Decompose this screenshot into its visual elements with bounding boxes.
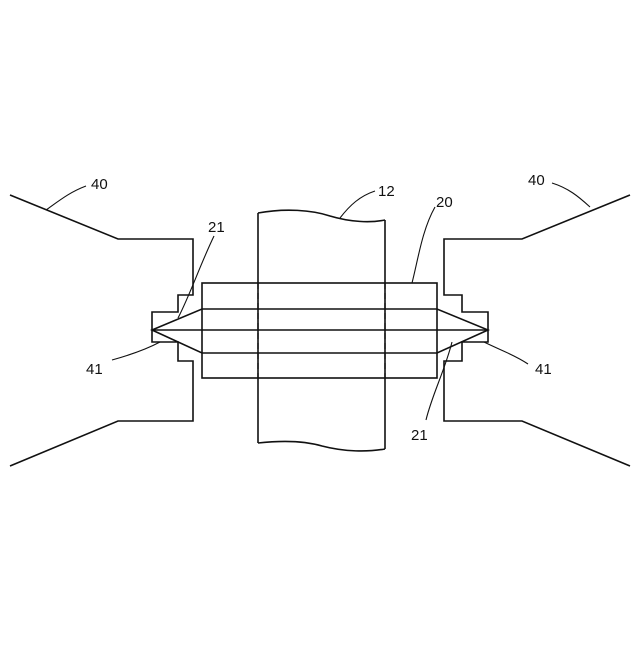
label-41-left: 41 xyxy=(86,361,103,378)
label-20: 20 xyxy=(436,194,453,211)
leader-12 xyxy=(340,191,375,218)
leader-41-left xyxy=(112,342,160,360)
leader-40-right xyxy=(552,183,590,207)
label-12: 12 xyxy=(378,183,395,200)
label-21-upper: 21 xyxy=(208,219,225,236)
leader-21-upper xyxy=(178,236,214,318)
label-21-lower: 21 xyxy=(411,427,428,444)
leader-40-left xyxy=(46,186,86,210)
label-41-right: 41 xyxy=(535,361,552,378)
leader-20 xyxy=(412,207,435,283)
label-40-right: 40 xyxy=(528,172,545,189)
label-40-left: 40 xyxy=(91,176,108,193)
leader-41-right xyxy=(484,342,528,364)
